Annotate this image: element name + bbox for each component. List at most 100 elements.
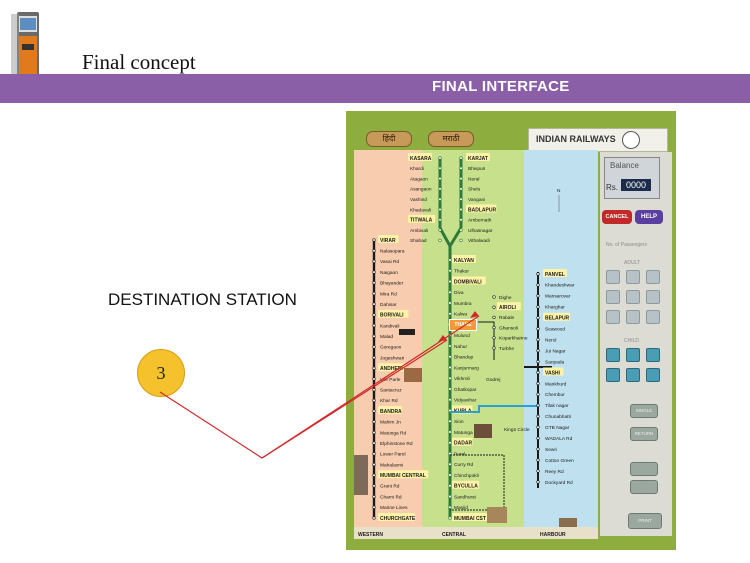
passenger-count-key[interactable] xyxy=(606,290,620,304)
station-gtb-nagar: GTB Nagar xyxy=(545,425,570,431)
passenger-count-key[interactable] xyxy=(626,348,640,362)
station-dot xyxy=(448,365,452,370)
station-diva: Diva xyxy=(454,290,464,296)
option-button-2[interactable] xyxy=(630,480,658,494)
return-button[interactable]: RETURN xyxy=(630,427,658,441)
station-thane-selected[interactable]: THANE xyxy=(449,319,477,331)
station-dot xyxy=(372,356,376,360)
station-dighe: Dighe xyxy=(499,295,512,301)
currency-label: Rs. xyxy=(606,183,618,192)
station-dot xyxy=(536,381,540,386)
station-dot xyxy=(448,473,452,477)
station-dot xyxy=(372,334,376,338)
station-dot xyxy=(438,166,442,170)
harbour-zone xyxy=(524,150,598,539)
station-dot xyxy=(459,228,463,232)
station-turbhe: Turbhe xyxy=(499,346,514,352)
station-dot xyxy=(448,279,452,284)
station-dot xyxy=(372,398,376,402)
passenger-count-key[interactable] xyxy=(646,290,660,304)
station-charni-rd: Charni Rd xyxy=(380,494,402,500)
station-dot xyxy=(459,218,463,222)
station-nalasopara: Nalasopara xyxy=(380,248,405,254)
brand-bar xyxy=(528,128,668,152)
station-elphinstone-rd: Elphinstone Rd xyxy=(380,441,413,447)
passenger-count-key[interactable] xyxy=(646,368,660,382)
station-dot xyxy=(492,326,496,330)
brand-title: INDIAN RAILWAYS xyxy=(536,134,616,144)
station-highlight xyxy=(452,255,476,263)
station-virar: VIRAR xyxy=(380,238,396,244)
station-matunga-rd: Matunga Rd xyxy=(380,430,406,436)
line-label-central: CENTRAL xyxy=(442,532,466,538)
station-neral: Neral xyxy=(468,176,479,182)
station-badlapur: BADLAPUR xyxy=(468,207,496,213)
passenger-count-key[interactable] xyxy=(626,310,640,324)
station-dot xyxy=(372,345,376,349)
station-dot xyxy=(459,238,463,242)
station-shahad: Shahad xyxy=(410,238,427,244)
station-dot xyxy=(438,197,442,201)
station-highlight xyxy=(378,309,409,318)
station-kings-circle: Kings Circle xyxy=(504,427,530,433)
station-vithalwadi: Vithalwadi xyxy=(468,238,490,244)
passenger-count-key[interactable] xyxy=(606,310,620,324)
cancel-button[interactable]: CANCEL xyxy=(602,210,632,224)
passenger-count-key[interactable] xyxy=(606,368,620,382)
help-button[interactable]: HELP xyxy=(635,210,663,224)
passenger-count-key[interactable] xyxy=(626,270,640,284)
station-chinchpokli: Chinchpokli xyxy=(454,473,479,479)
station-dot xyxy=(372,313,376,317)
passenger-count-key[interactable] xyxy=(646,310,660,324)
line-label-harbour: HARBOUR xyxy=(540,532,566,538)
station-mira-rd: Mira Rd xyxy=(380,291,397,297)
station-vikhroli: Vikhroli xyxy=(454,376,470,382)
station-dot xyxy=(492,315,496,319)
station-borivali: BORIVALI xyxy=(380,313,404,319)
print-button[interactable]: PRINT xyxy=(628,513,662,529)
station-goregaon: Goregaon xyxy=(380,345,402,351)
station-byculla: BYCULLA xyxy=(454,484,478,490)
passenger-count-key[interactable] xyxy=(626,290,640,304)
station-dot xyxy=(448,355,452,359)
station-dot xyxy=(448,484,452,488)
station-dot xyxy=(448,312,452,316)
station-dot xyxy=(438,156,442,160)
station-dot xyxy=(536,469,540,473)
passenger-count-key[interactable] xyxy=(626,368,640,382)
station-tilak-nagar: Tilak nagar xyxy=(545,403,569,409)
station-dot xyxy=(536,414,540,418)
station-mansarovar: Mansarovar xyxy=(545,294,571,300)
station-andheri: ANDHERI xyxy=(380,366,403,372)
station-bhandup: Bhandup xyxy=(454,355,474,361)
rail-map-lines: KASARAKhardiAtagaonAsangaonVashindKhadav… xyxy=(354,153,598,539)
station-dot xyxy=(536,349,540,353)
station-dot xyxy=(448,387,452,391)
passenger-count-key[interactable] xyxy=(646,348,660,362)
passenger-count-key[interactable] xyxy=(646,270,660,284)
station-dot xyxy=(372,516,376,520)
option-button-1[interactable] xyxy=(630,462,658,476)
passenger-count-key[interactable] xyxy=(606,348,620,362)
station-dot xyxy=(448,505,452,509)
language-marathi-button[interactable]: मराठी xyxy=(428,131,474,147)
passenger-count-key[interactable] xyxy=(606,270,620,284)
station-dot xyxy=(372,366,376,370)
station-highlight xyxy=(466,204,497,213)
station-dot xyxy=(438,218,442,222)
single-button[interactable]: SINGLE xyxy=(630,404,658,418)
station-dot xyxy=(448,516,452,520)
station-dot xyxy=(492,295,496,299)
station-dot xyxy=(372,473,376,477)
station-masjid: Masjid xyxy=(454,505,468,511)
language-hindi-button[interactable]: हिंदी xyxy=(366,131,412,147)
station-highlight xyxy=(452,276,486,285)
station-dot xyxy=(448,419,452,423)
station-thakur: Thakur xyxy=(454,269,469,275)
station-highlight xyxy=(543,367,564,376)
station-dot xyxy=(536,294,540,298)
balance-label: Balance xyxy=(610,161,639,170)
station-vashi: VASHI xyxy=(545,370,561,376)
station-dot xyxy=(536,403,540,407)
station-dombivali: DOMBIVALI xyxy=(454,279,482,285)
